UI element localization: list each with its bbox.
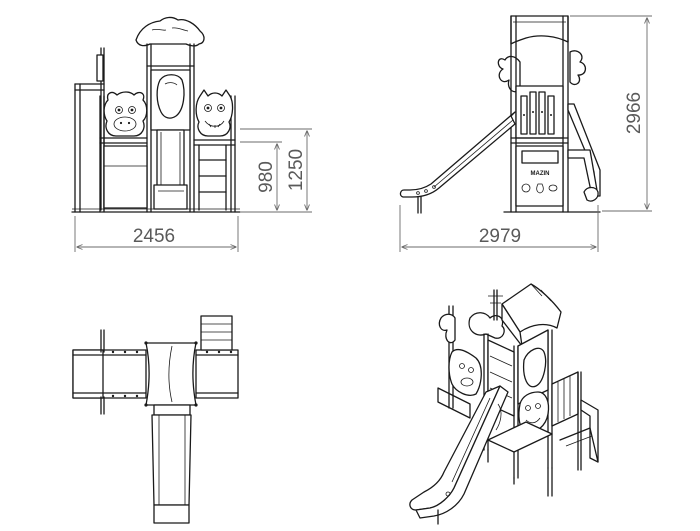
hippo-panel: [103, 91, 148, 137]
side-roof: [510, 15, 569, 45]
side-width-label: 2979: [479, 226, 521, 247]
side-leaf-decoration-right: [569, 50, 587, 86]
side-view: MAZIN 2979 2966: [399, 15, 652, 252]
slat-panel: [520, 91, 555, 135]
top-view: [72, 315, 239, 524]
front-height-low-label: 980: [256, 161, 277, 193]
front-view: 2456 980 1250: [71, 16, 312, 252]
isometric-slide: [409, 385, 509, 525]
front-width-label: 2456: [133, 226, 175, 247]
side-height-label: 2966: [624, 92, 645, 134]
isometric-view: [409, 283, 599, 525]
side-slide: [399, 111, 516, 214]
front-height-high-label: 1250: [286, 149, 307, 191]
creature-panel: [195, 89, 234, 137]
tower-roof: [135, 16, 205, 47]
side-panel-label: MAZIN: [531, 171, 550, 177]
